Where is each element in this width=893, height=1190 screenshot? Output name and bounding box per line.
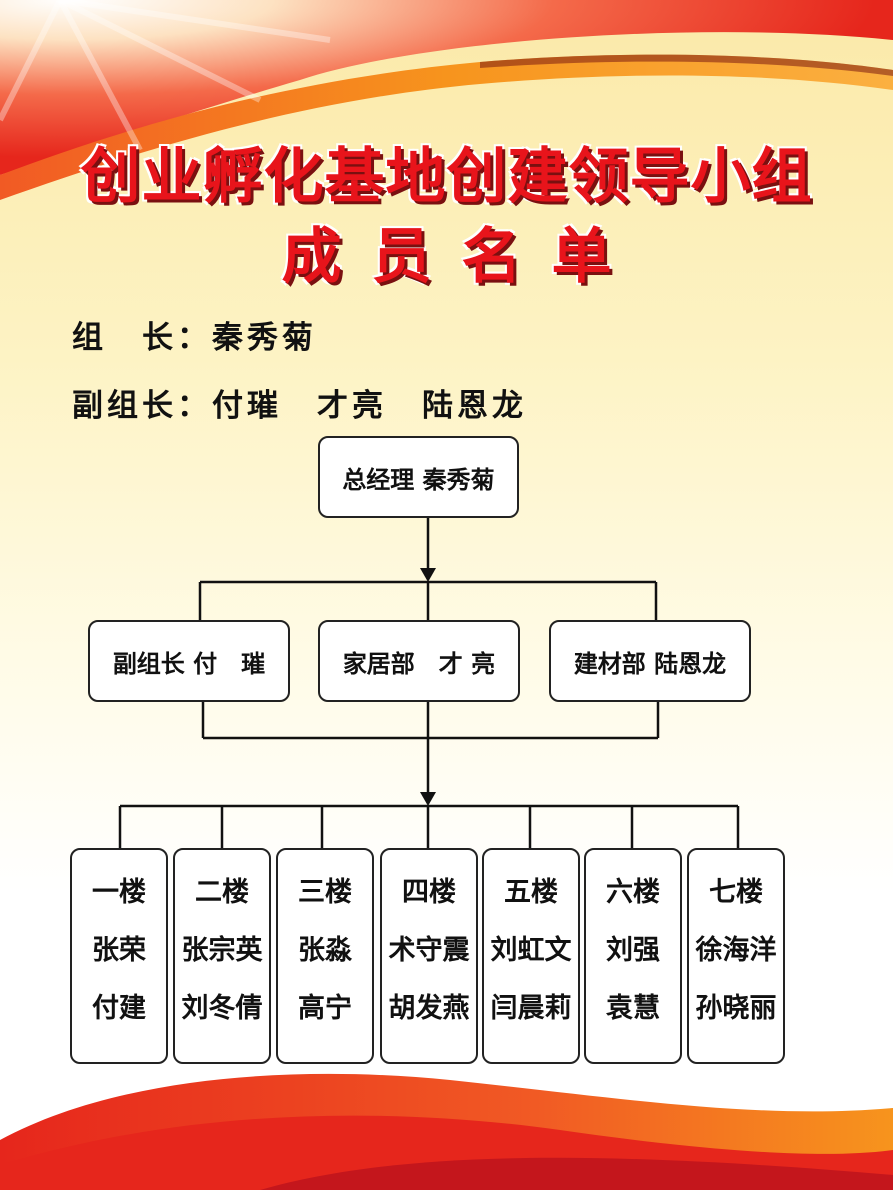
deputy-leader-node: 副组长 付 璀 [88, 620, 290, 702]
floor-label: 四楼 [402, 877, 456, 908]
floor-node-7: 七楼 徐海洋 孙晓丽 [687, 848, 785, 1064]
floor-label: 三楼 [298, 877, 352, 908]
floor-member: 刘冬倩 [181, 993, 263, 1024]
deputy-leader-line: 副组长：付璀 才亮 陆恩龙 [72, 388, 527, 424]
leader-line: 组 长：秦秀菊 [72, 320, 317, 356]
arrow-head-mid [420, 792, 436, 806]
floor-node-2: 二楼 张宗英 刘冬倩 [173, 848, 271, 1064]
floor-member: 孙晓丽 [695, 993, 777, 1024]
floor-node-3: 三楼 张淼 高宁 [276, 848, 374, 1064]
floor-node-4: 四楼 术守震 胡发燕 [380, 848, 478, 1064]
page-subtitle: 成员名单 [281, 222, 642, 292]
floor-label: 一楼 [92, 877, 146, 908]
floor-member: 胡发燕 [388, 993, 470, 1024]
floor-member: 张宗英 [181, 935, 263, 966]
floor-member: 术守震 [388, 935, 470, 966]
floor-label: 五楼 [504, 877, 558, 908]
floor-node-6: 六楼 刘强 袁慧 [584, 848, 682, 1064]
floor-member: 张淼 [298, 935, 352, 966]
general-manager-node: 总经理 秦秀菊 [318, 436, 519, 518]
floor-member: 张荣 [92, 935, 146, 966]
floor-label: 二楼 [195, 877, 249, 908]
arrow-head-top [420, 568, 436, 582]
floor-member: 刘虹文 [490, 935, 572, 966]
floor-member: 闫晨莉 [490, 993, 572, 1024]
floor-member: 袁慧 [606, 993, 660, 1024]
floor-node-5: 五楼 刘虹文 闫晨莉 [482, 848, 580, 1064]
floor-member: 刘强 [606, 935, 660, 966]
floor-node-1: 一楼 张荣 付建 [70, 848, 168, 1064]
floor-member: 徐海洋 [695, 935, 777, 966]
page-title: 创业孵化基地创建领导小组 [80, 142, 813, 212]
home-furnishing-dept-node: 家居部 才 亮 [318, 620, 520, 702]
floor-member: 高宁 [298, 993, 352, 1024]
floor-label: 七楼 [709, 877, 763, 908]
building-materials-dept-node: 建材部 陆恩龙 [549, 620, 751, 702]
floor-label: 六楼 [606, 877, 660, 908]
floor-member: 付建 [92, 993, 146, 1024]
